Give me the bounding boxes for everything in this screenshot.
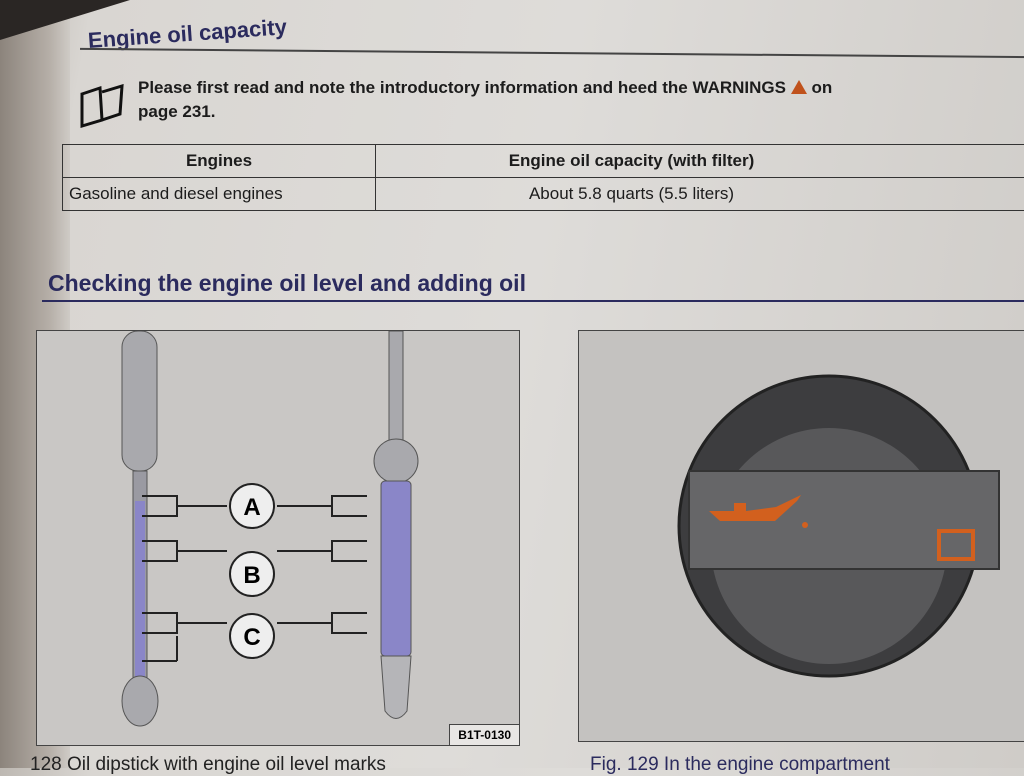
dipstick-band: [135, 501, 145, 681]
cell-capacity: About 5.8 quarts (5.5 liters): [376, 178, 1024, 211]
figure-oil-cap: [578, 330, 1024, 742]
oil-filler-cap-illustration: [579, 331, 1024, 741]
header-capacity: Engine oil capacity (with filter): [376, 145, 1024, 178]
section-title-checking-oil: Checking the engine oil level and adding…: [48, 270, 526, 297]
divider: [42, 300, 1024, 302]
dipstick-illustration: A B C: [37, 331, 519, 745]
cell-engine: Gasoline and diesel engines: [63, 178, 376, 211]
mark-c-label: C: [243, 624, 260, 651]
page-reference[interactable]: page 231.: [138, 102, 216, 121]
warning-icon: [791, 80, 807, 94]
divider: [80, 48, 1024, 58]
figure-code: B1T-0130: [449, 724, 519, 745]
header-engines: Engines: [63, 145, 376, 178]
figure-dipstick: A B C B1T-0130: [36, 330, 520, 746]
note-on: on: [811, 78, 832, 97]
intro-note: Please first read and note the introduct…: [138, 76, 1018, 124]
mark-a-label: A: [243, 494, 260, 521]
book-icon: [78, 84, 128, 128]
caption-right: Fig. 129 In the engine compartment: [590, 754, 890, 776]
caption-left: 128 Oil dipstick with engine oil level m…: [30, 754, 386, 776]
note-text: Please first read and note the introduct…: [138, 78, 786, 97]
mark-b-label: B: [243, 562, 260, 589]
